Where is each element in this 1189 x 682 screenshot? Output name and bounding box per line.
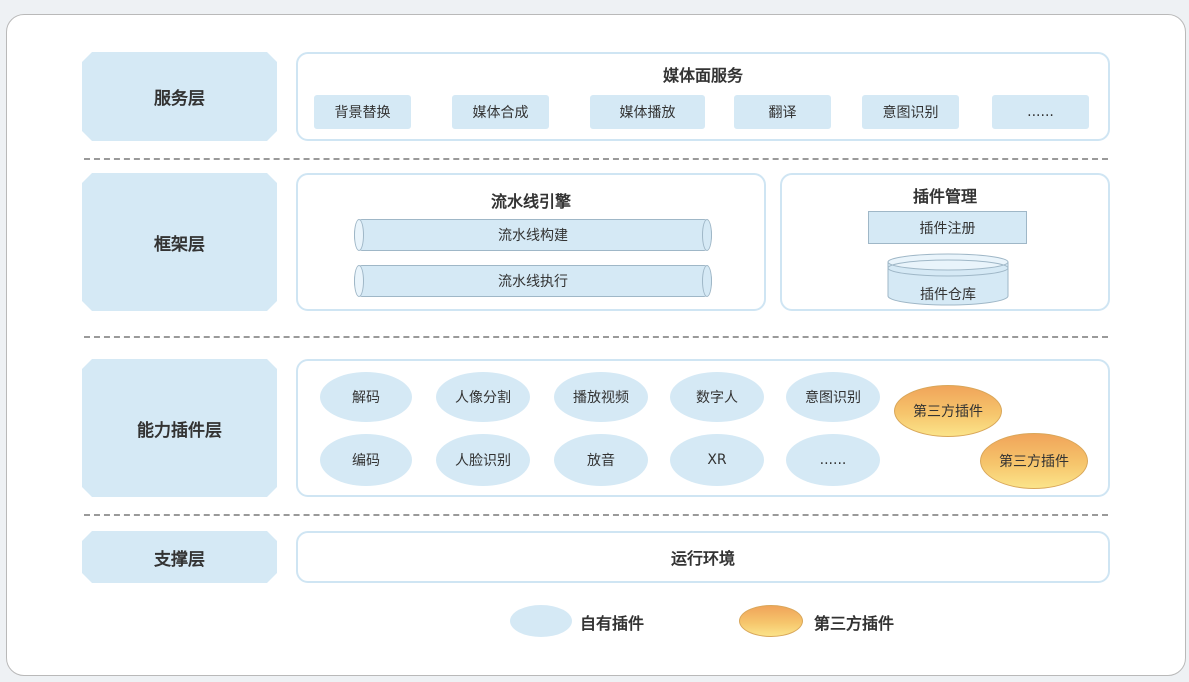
own-plugin: 人脸识别 <box>436 434 530 486</box>
service-item: 翻译 <box>734 95 831 129</box>
layer-label-support: 支撑层 <box>82 531 277 583</box>
pipeline-exec-cylinder: 流水线执行 <box>354 265 712 297</box>
plugin-register-box: 插件注册 <box>868 211 1027 244</box>
own-plugin: 播放视频 <box>554 372 648 422</box>
own-plugin: ...... <box>786 434 880 486</box>
service-item: 意图识别 <box>862 95 959 129</box>
own-plugin: 人像分割 <box>436 372 530 422</box>
legend-third-swatch <box>739 605 803 637</box>
third-party-plugin: 第三方插件 <box>894 385 1002 437</box>
plugin-repository-label: 插件仓库 <box>920 287 976 303</box>
own-plugin: 编码 <box>320 434 412 486</box>
support-panel-title: 运行环境 <box>670 549 735 568</box>
pipeline-build-cylinder: 流水线构建 <box>354 219 712 251</box>
plugin-mgmt-panel-title: 插件管理 <box>912 187 977 206</box>
pipeline-exec-label: 流水线执行 <box>498 274 568 290</box>
layer-divider <box>84 336 1108 338</box>
service-panel-title: 媒体面服务 <box>662 66 743 85</box>
layer-label-capability: 能力插件层 <box>82 359 277 497</box>
service-panel: 媒体面服务 背景替换 媒体合成 媒体播放 翻译 意图识别 ...... <box>296 52 1110 141</box>
service-item: 媒体合成 <box>452 95 549 129</box>
legend-own-label: 自有插件 <box>580 614 645 633</box>
service-item: ...... <box>992 95 1089 129</box>
plugin-repository-database <box>887 253 1009 306</box>
layer-label-framework: 框架层 <box>82 173 277 311</box>
support-panel: 运行环境 <box>296 531 1110 583</box>
legend-third-label: 第三方插件 <box>814 614 895 633</box>
pipeline-panel: 流水线引擎 流水线构建 流水线执行 <box>296 173 766 311</box>
layer-divider <box>84 158 1108 160</box>
own-plugin: 意图识别 <box>786 372 880 422</box>
own-plugin: 放音 <box>554 434 648 486</box>
layer-divider <box>84 514 1108 516</box>
plugin-mgmt-panel: 插件管理 插件注册 插件仓库 <box>780 173 1110 311</box>
legend-own-swatch <box>510 605 572 637</box>
capability-panel: 解码 人像分割 播放视频 数字人 意图识别 第三方插件 编码 人脸识别 放音 X… <box>296 359 1110 497</box>
own-plugin: XR <box>670 434 764 486</box>
pipeline-build-label: 流水线构建 <box>498 228 568 244</box>
own-plugin: 数字人 <box>670 372 764 422</box>
pipeline-panel-title: 流水线引擎 <box>490 192 571 211</box>
service-item: 背景替换 <box>314 95 411 129</box>
layer-label-service: 服务层 <box>82 52 277 141</box>
third-party-plugin: 第三方插件 <box>980 433 1088 489</box>
service-item: 媒体播放 <box>590 95 705 129</box>
own-plugin: 解码 <box>320 372 412 422</box>
